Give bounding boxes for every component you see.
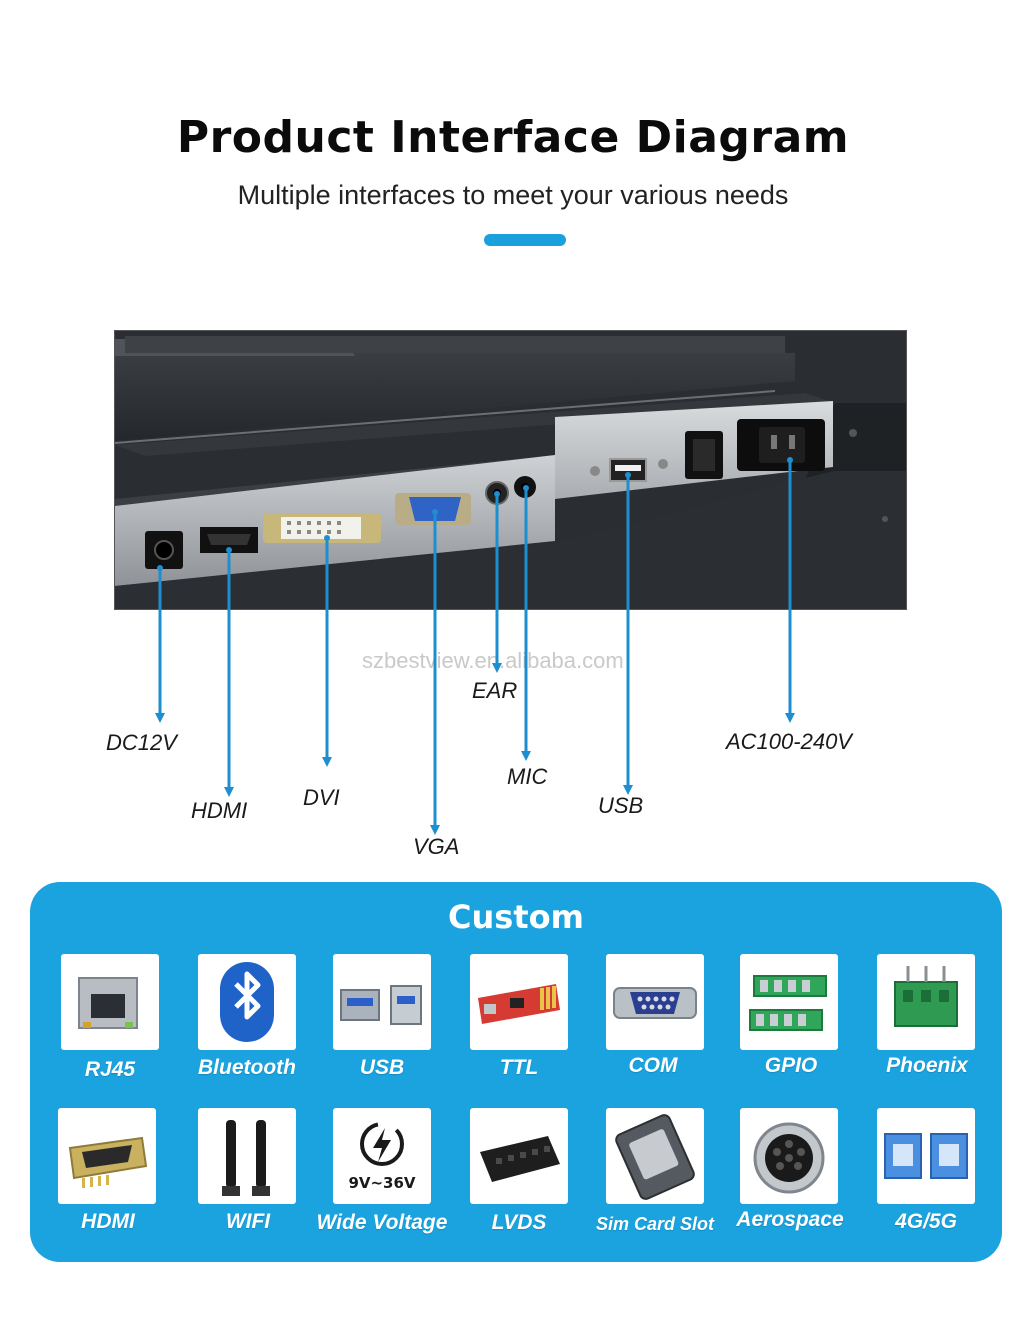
custom-label-wide-voltage: Wide Voltage bbox=[316, 1211, 448, 1234]
page-title: Product Interface Diagram bbox=[176, 112, 850, 163]
serial-port-icon bbox=[606, 954, 704, 1050]
aviation-plug-icon bbox=[740, 1108, 838, 1204]
custom-label-sim-card-slot: Sim Card Slot bbox=[595, 1214, 715, 1234]
custom-label-4g-5g: 4G/5G bbox=[895, 1210, 957, 1233]
wifi-antenna-icon bbox=[198, 1108, 296, 1204]
custom-options-panel: Custom RJ45 Bluetooth USB TTL COM GPIO P… bbox=[30, 882, 1002, 1262]
rj45-jack-icon bbox=[61, 954, 159, 1050]
phoenix-connector-icon bbox=[877, 954, 975, 1050]
callout-vga: VGA bbox=[413, 834, 460, 859]
ttl-board-icon bbox=[470, 954, 568, 1050]
custom-label-hdmi: HDMI bbox=[81, 1210, 135, 1233]
lvds-connector-icon bbox=[470, 1108, 568, 1204]
custom-label-gpio: GPIO bbox=[764, 1054, 818, 1077]
page-subtitle: Multiple interfaces to meet your various… bbox=[237, 180, 789, 210]
custom-label-phoenix: Phoenix bbox=[886, 1054, 968, 1077]
callout-ac: AC100-240V bbox=[726, 729, 852, 754]
custom-label-rj45: RJ45 bbox=[84, 1058, 136, 1081]
custom-label-ttl: TTL bbox=[499, 1056, 539, 1079]
sim-tray-icon bbox=[606, 1108, 704, 1204]
cellular-module-icon bbox=[877, 1108, 975, 1204]
custom-label-bluetooth: Bluetooth bbox=[198, 1056, 296, 1079]
voltage-badge: 9V~36V bbox=[348, 1174, 415, 1192]
accent-bar bbox=[484, 234, 566, 246]
terminal-block-icon bbox=[740, 954, 838, 1050]
bluetooth-icon bbox=[198, 954, 296, 1050]
custom-label-com: COM bbox=[628, 1054, 678, 1077]
callout-hdmi: HDMI bbox=[191, 798, 248, 823]
callout-ear: EAR bbox=[472, 678, 518, 703]
callout-mic: MIC bbox=[507, 764, 548, 789]
custom-label-lvds: LVDS bbox=[491, 1211, 547, 1234]
hdmi-port-icon bbox=[58, 1108, 156, 1204]
power-bolt-icon: 9V~36V bbox=[333, 1108, 431, 1204]
custom-label-usb: USB bbox=[359, 1056, 405, 1079]
custom-label-aerospace: Aerospace bbox=[736, 1208, 844, 1231]
watermark: szbestview.en.alibaba.com bbox=[362, 648, 624, 673]
callout-usb: USB bbox=[598, 793, 644, 818]
product-rear-panel-image bbox=[114, 330, 907, 610]
custom-label-wifi: WIFI bbox=[225, 1210, 271, 1233]
callout-dc: DC12V bbox=[106, 730, 177, 755]
callout-dvi: DVI bbox=[303, 785, 340, 810]
usb-port-icon bbox=[333, 954, 431, 1050]
custom-panel-title: Custom bbox=[448, 898, 584, 936]
